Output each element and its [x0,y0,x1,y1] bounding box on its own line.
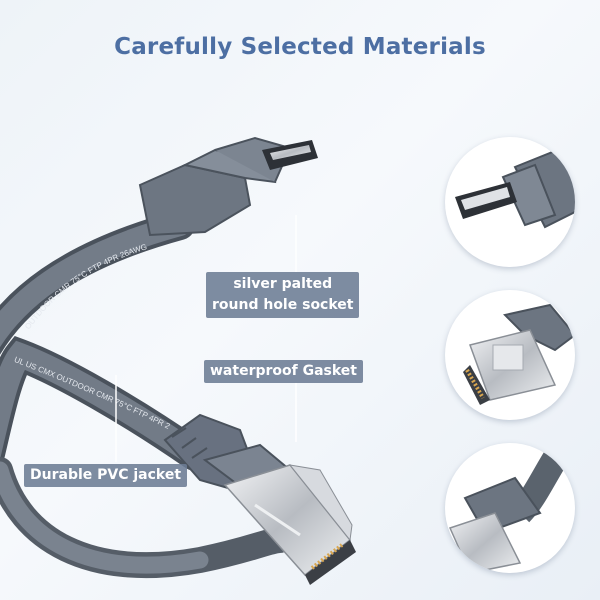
socket-callout: silver palted round hole socket [206,272,360,318]
detail-circle-plug [445,290,575,420]
socket-detail-image [455,145,575,229]
gasket-callout: waterproof Gasket [204,360,363,383]
jacket-callout: Durable PVC jacket [24,464,188,487]
latch-detail-image [445,443,575,573]
page-title: Carefully Selected Materials [114,34,486,60]
waterproof-cap [138,136,318,237]
plug-detail-image [463,303,575,405]
rj45-plug [223,464,356,585]
socket-callout-line1: silver palted [233,276,333,292]
detail-circle-socket [445,137,575,267]
socket-callout-line2: round hole socket [212,297,354,313]
detail-circle-latch [445,443,575,573]
